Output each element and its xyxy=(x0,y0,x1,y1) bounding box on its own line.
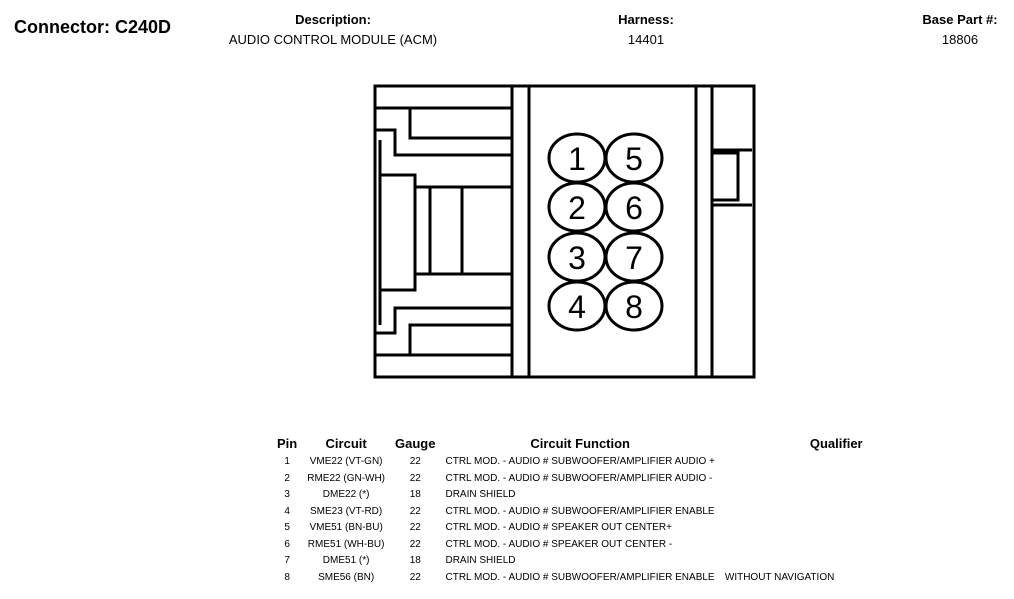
col-gauge: Gauge xyxy=(395,436,436,451)
pin-number: 2 xyxy=(568,190,586,226)
table-row: 1 VME22 (VT-GN) 22 CTRL MOD. - AUDIO # SUBW… xyxy=(272,454,868,471)
pin-number: 5 xyxy=(625,141,643,177)
cell-circuit: VME51 (BN-BU) xyxy=(309,522,383,533)
cell-circuit: VME22 (VT-GN) xyxy=(309,456,383,467)
description-label: Description: xyxy=(295,12,371,27)
pin-table: Pin Circuit Gauge Circuit Function Quali… xyxy=(272,436,868,586)
cell-gauge: 18 xyxy=(409,489,421,500)
cell-pin: 1 xyxy=(284,456,290,467)
cell-function: CTRL MOD. - AUDIO # SPEAKER OUT CENTER - xyxy=(445,538,673,550)
cell-pin: 6 xyxy=(284,538,290,550)
pin-number: 1 xyxy=(568,141,586,177)
pin-number: 8 xyxy=(625,289,643,325)
cell-qualifier xyxy=(720,504,868,521)
table-row: 7 DME51 (*) 18 DRAIN SHIELD xyxy=(272,553,868,570)
cell-circuit: SME23 (VT-RD) xyxy=(310,505,383,517)
cell-qualifier xyxy=(720,487,868,504)
table-row: 2 RME22 (GN-WH) 22 CTRL MOD. - AUDIO # SUBW… xyxy=(272,471,868,488)
col-qualifier: Qualifier xyxy=(809,436,863,451)
cell-qualifier xyxy=(720,537,868,554)
cell-pin: 4 xyxy=(284,505,290,517)
pin-number: 6 xyxy=(625,190,643,226)
harness-label: Harness: xyxy=(618,12,674,27)
cell-qualifier xyxy=(720,471,868,488)
table-row: 8 SME56 (BN) 22 CTRL MOD. - AUDIO # SUBWOOF… xyxy=(272,570,868,587)
cell-pin: 5 xyxy=(284,522,290,533)
cell-gauge: 22 xyxy=(409,538,421,550)
col-circuit: Circuit xyxy=(325,436,367,451)
cell-function: DRAIN SHIELD xyxy=(445,489,516,500)
cell-pin: 7 xyxy=(284,555,290,566)
cell-function: CTRL MOD. - AUDIO # SPEAKER OUT CENTER+ xyxy=(445,522,672,533)
cell-pin: 8 xyxy=(284,571,290,583)
cell-gauge: 22 xyxy=(409,571,421,583)
pin-cavity xyxy=(604,181,664,233)
cell-qualifier xyxy=(720,454,868,471)
cell-gauge: 22 xyxy=(409,505,421,517)
pin-table-header: Pin Circuit Gauge Circuit Function Quali… xyxy=(272,436,868,454)
pin-number: 4 xyxy=(568,289,586,325)
cell-gauge: 22 xyxy=(409,456,421,467)
harness-value: 14401 xyxy=(627,32,665,47)
cell-circuit: DME51 (*) xyxy=(322,555,370,566)
pin-number: 3 xyxy=(568,240,586,276)
cell-qualifier xyxy=(720,520,868,537)
col-pin: Pin xyxy=(277,436,298,451)
cell-circuit: RME22 (GN-WH) xyxy=(307,472,386,484)
table-row: 3 DME22 (*) 18 DRAIN SHIELD xyxy=(272,487,868,504)
pin-cavity xyxy=(604,280,664,332)
base-part-value: 18806 xyxy=(941,32,979,47)
connector-outline xyxy=(373,84,756,379)
col-function: Circuit Function xyxy=(530,436,631,451)
cell-pin: 2 xyxy=(284,472,290,484)
cell-circuit: DME22 (*) xyxy=(322,489,370,500)
base-part-label: Base Part #: xyxy=(922,12,998,27)
description-value: AUDIO CONTROL MODULE (ACM) xyxy=(228,32,438,47)
cell-function: DRAIN SHIELD xyxy=(445,555,516,566)
cell-gauge: 22 xyxy=(409,522,421,533)
cell-function: CTRL MOD. - AUDIO # SUBWOOFER/AMPLIFIER … xyxy=(445,505,715,517)
cell-pin: 3 xyxy=(284,489,290,500)
cell-qualifier xyxy=(720,553,868,570)
table-row: 6 RME51 (WH-BU) 22 CTRL MOD. - AUDIO # SPEA… xyxy=(272,537,868,554)
pin-number: 7 xyxy=(625,240,643,276)
cell-circuit: SME56 (BN) xyxy=(318,571,375,583)
cell-function: CTRL MOD. - AUDIO # SUBWOOFER/AMPLIFIER … xyxy=(445,571,715,583)
connector-title: Connector: C240D xyxy=(14,17,172,37)
cell-qualifier: WITHOUT NAVIGATION xyxy=(724,571,835,583)
cell-function: CTRL MOD. - AUDIO # SUBWOOFER/AMPLIFIER … xyxy=(445,472,713,484)
cell-gauge: 22 xyxy=(409,472,421,484)
cell-gauge: 18 xyxy=(409,555,421,566)
cell-circuit: RME51 (WH-BU) xyxy=(307,538,385,550)
table-row: 4 SME23 (VT-RD) 22 CTRL MOD. - AUDIO # SUBW… xyxy=(272,504,868,521)
cell-function: CTRL MOD. - AUDIO # SUBWOOFER/AMPLIFIER … xyxy=(445,456,715,467)
table-row: 5 VME51 (BN-BU) 22 CTRL MOD. - AUDIO # SPEA… xyxy=(272,520,868,537)
